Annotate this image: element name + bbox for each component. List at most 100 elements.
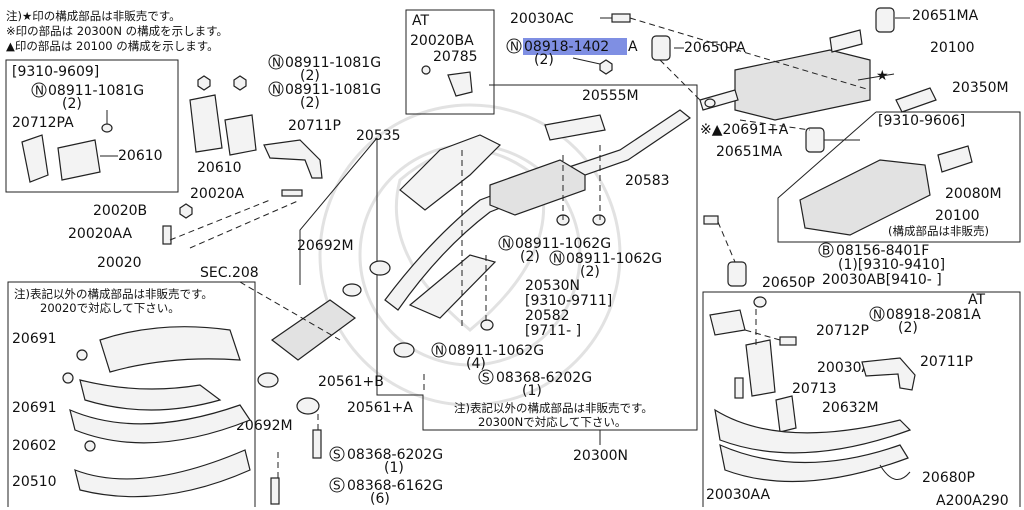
part-20602[interactable]: 20602: [12, 438, 57, 454]
part-20100[interactable]: 20100: [930, 40, 975, 56]
front-pipe-at-lower-icon: [719, 443, 909, 483]
svg-text:(2): (2): [898, 320, 918, 336]
part-20030ab[interactable]: 20030AB[9410- ]: [822, 272, 942, 288]
nut-icon: [753, 296, 767, 308]
nut-icon: [197, 75, 211, 91]
part-20555m[interactable]: 20555M: [582, 88, 639, 104]
nut-icon: [179, 203, 193, 219]
part-20300n[interactable]: 20300N: [573, 448, 628, 464]
part-20561a[interactable]: 20561+A: [347, 400, 413, 416]
part-20020aa[interactable]: 20020AA: [68, 226, 133, 242]
n-part-1062g-b[interactable]: 08911-1062G: [566, 251, 662, 267]
rubber-hanger-icon: [875, 7, 895, 33]
part-20691-a[interactable]: 20691: [12, 331, 57, 347]
nut-icon: [599, 59, 613, 75]
part-20561b[interactable]: 20561+B: [318, 374, 384, 390]
n-part-1081g-a[interactable]: 08911-1081G: [285, 55, 381, 71]
s-part-6202g[interactable]: 08368-6202G: [496, 370, 592, 386]
catalytic-converter-icon: [489, 159, 586, 216]
part-20020a[interactable]: 20020A: [190, 186, 245, 202]
muffler-inlet-icon: [699, 89, 739, 111]
bolt-icon: [779, 336, 797, 346]
part-20650pa[interactable]: 20650PA: [684, 40, 746, 56]
n-qty: (2): [62, 96, 82, 112]
bolt-icon: [703, 215, 719, 225]
part-20711p-bottom[interactable]: 20711P: [920, 354, 973, 370]
part-20711p[interactable]: 20711P: [288, 118, 341, 134]
gasket-icon: [76, 349, 88, 361]
part-20610-center[interactable]: 20610: [197, 160, 242, 176]
bracket-20711p-icon: [263, 139, 323, 179]
part-20712p[interactable]: 20712P: [816, 323, 869, 339]
n-part-1402-highlighted[interactable]: 08918-1402: [524, 39, 609, 55]
n-part-number[interactable]: 08911-1081G: [48, 83, 144, 99]
mount-icon: [224, 114, 257, 156]
part-20651ma-top[interactable]: 20651MA: [912, 8, 979, 24]
part-20582[interactable]: 20582: [525, 308, 570, 324]
part-20030aa[interactable]: 20030AA: [706, 487, 771, 503]
part-20535[interactable]: 20535: [356, 128, 401, 144]
b-part-8401f[interactable]: 08156-8401F: [836, 243, 929, 259]
bolt-icon: [312, 429, 322, 459]
svg-text:(1): (1): [384, 460, 404, 476]
heat-shield-20555m-icon: [544, 114, 606, 141]
front-pipe-lower-icon: [69, 404, 251, 444]
svg-text:A: A: [628, 39, 638, 55]
svg-text:N: N: [502, 237, 511, 251]
highlight-marker: [523, 38, 627, 55]
part-20651ma-mid[interactable]: 20651MA: [716, 144, 783, 160]
right-mid-parts: B 08156-8401F (1)[9310-9410] 20030AB[941…: [703, 215, 945, 291]
part-20350m[interactable]: 20350M: [952, 80, 1009, 96]
hanger-icon: [447, 71, 473, 97]
at-header: AT: [412, 13, 429, 29]
svg-text:N: N: [553, 252, 562, 266]
n-part-1062g-c[interactable]: 08911-1062G: [448, 343, 544, 359]
n-part-1062g-a[interactable]: 08911-1062G: [515, 236, 611, 252]
part-20510[interactable]: 20510: [12, 474, 57, 490]
part-20020ba[interactable]: 20020BA: [410, 33, 474, 49]
part-20650p[interactable]: 20650P: [762, 275, 815, 291]
part-20632m[interactable]: 20632M: [822, 400, 879, 416]
part-20100-alt-note: (構成部品は非販売): [888, 224, 989, 238]
center-pipe-icon: [384, 109, 692, 311]
part-20030ac[interactable]: 20030AC: [510, 11, 574, 27]
svg-text:(4): (4): [466, 356, 486, 372]
part-20785[interactable]: 20785: [433, 49, 478, 65]
rubber-hanger-icon: [651, 35, 671, 61]
bracket-20711p-icon: [861, 357, 916, 391]
svg-text:S: S: [333, 448, 341, 462]
heat-shield-20632m-icon: [775, 395, 797, 433]
part-20100-alt[interactable]: 20100: [935, 208, 980, 224]
front-box-20020: 20020 注)表記以外の構成部品は非販売です。 20020で対応して下さい。 …: [7, 255, 256, 507]
part-20680p[interactable]: 20680P: [922, 470, 975, 486]
part-20713[interactable]: 20713: [792, 381, 837, 397]
part-20030a[interactable]: 20030A: [817, 360, 872, 376]
svg-text:B: B: [822, 244, 830, 258]
part-20020[interactable]: 20020: [97, 255, 142, 271]
gasket-icon: [342, 283, 362, 297]
part-20691-b[interactable]: 20691: [12, 400, 57, 416]
muffler-alt-icon: [799, 159, 931, 236]
center-top-parts: N 08911-1081G (2) N 08911-1081G (2) 2061…: [68, 54, 502, 245]
front-pipe-at-icon: [714, 408, 912, 454]
part-20712pa[interactable]: 20712PA: [12, 115, 74, 131]
s-part-6202g-lower[interactable]: 08368-6202G: [347, 447, 443, 463]
front-note-2: 20020で対応して下さい。: [40, 301, 180, 315]
part-20692m-upper[interactable]: 20692M: [297, 238, 354, 254]
part-20530n[interactable]: 20530N: [525, 278, 580, 294]
part-20080m[interactable]: 20080M: [945, 186, 1002, 202]
part-20020b[interactable]: 20020B: [93, 203, 147, 219]
n-symbol-icon: [31, 82, 47, 98]
part-20692m-lower[interactable]: 20692M: [236, 418, 293, 434]
tail-pipe-icon: [829, 29, 863, 53]
svg-text:N: N: [435, 344, 444, 358]
n-part-2081a[interactable]: 08918-2081A: [886, 307, 981, 323]
part-20691a-marked[interactable]: ※▲20691+A: [700, 122, 789, 138]
sec-208-link[interactable]: SEC.208: [200, 265, 259, 281]
part-20583[interactable]: 20583: [625, 173, 670, 189]
part-20610[interactable]: 20610: [118, 148, 163, 164]
leader-lines: [169, 17, 910, 478]
s-part-6162g[interactable]: 08368-6162G: [347, 478, 443, 494]
n-part-1081g-b[interactable]: 08911-1081G: [285, 82, 381, 98]
